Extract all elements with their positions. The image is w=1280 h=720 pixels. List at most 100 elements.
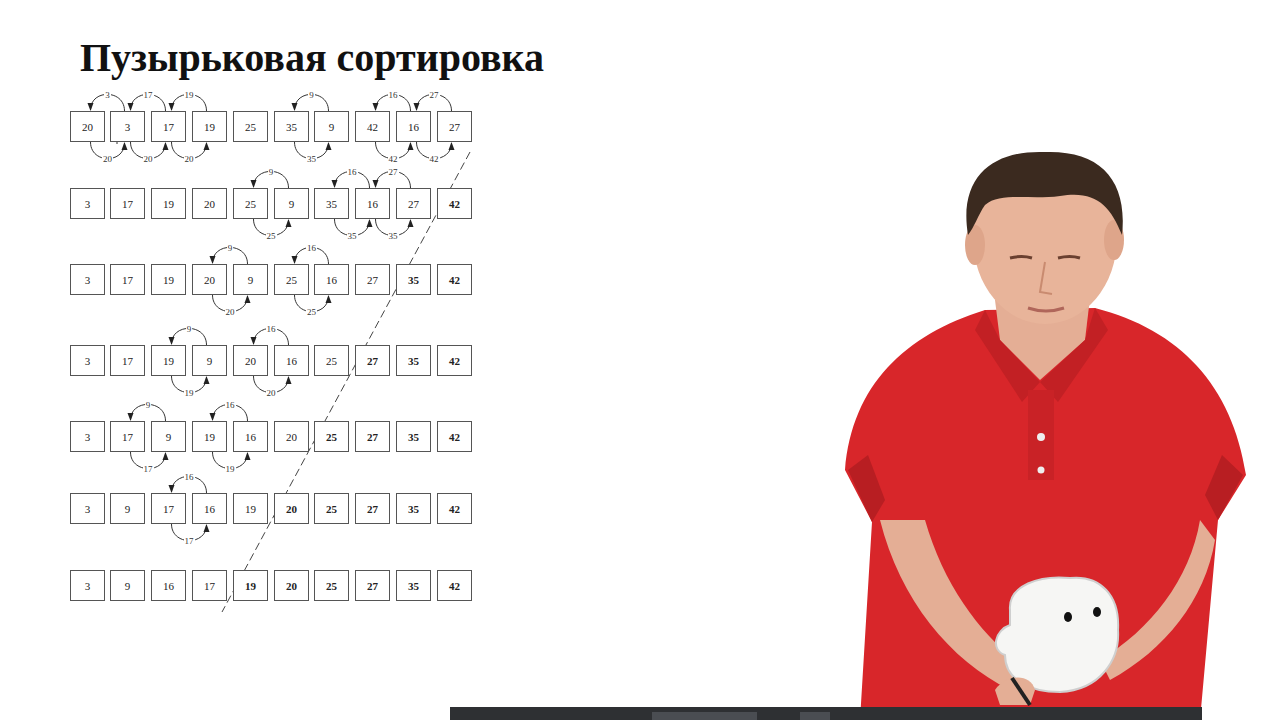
nose xyxy=(1040,262,1052,294)
array-cell: 9 xyxy=(233,264,268,295)
swap-value: 16 xyxy=(266,324,277,334)
cell-value: 27 xyxy=(367,580,378,592)
array-cell: 20 xyxy=(274,421,309,452)
cell-value: 42 xyxy=(449,580,460,592)
array-cell: 19 xyxy=(192,111,227,142)
array-cell: 42 xyxy=(355,111,390,142)
cell-value: 9 xyxy=(248,274,254,286)
hand xyxy=(995,678,1035,705)
array-cell: 20 xyxy=(192,264,227,295)
cell-value: 9 xyxy=(125,580,131,592)
array-cell: 25 xyxy=(314,421,349,452)
cell-value: 9 xyxy=(289,198,295,210)
swap-value: 20 xyxy=(266,388,277,398)
swap-value: 42 xyxy=(388,154,399,164)
arrowhead xyxy=(408,219,414,227)
array-cell: 3 xyxy=(110,111,145,142)
swap-value: 35 xyxy=(306,154,317,164)
cell-value: 27 xyxy=(408,198,419,210)
array-cell: 17 xyxy=(192,570,227,601)
arrowhead xyxy=(373,180,379,188)
cell-value: 20 xyxy=(204,274,215,286)
cell-value: 17 xyxy=(163,121,174,133)
arrowhead xyxy=(367,219,373,227)
slide-title: Пузырьковая сортировка xyxy=(80,34,544,81)
array-cell: 19 xyxy=(151,188,186,219)
array-cell: 25 xyxy=(314,570,349,601)
arrowhead xyxy=(449,142,455,150)
arrowhead xyxy=(122,142,128,150)
array-cell: 35 xyxy=(274,111,309,142)
swap-value: 16 xyxy=(347,167,358,177)
array-cell: 3 xyxy=(70,421,105,452)
cell-value: 3 xyxy=(85,503,91,515)
array-cell: 9 xyxy=(110,570,145,601)
array-cell: 20 xyxy=(274,570,309,601)
swap-value: 17 xyxy=(143,90,154,100)
arrowhead xyxy=(373,103,379,111)
array-cell: 19 xyxy=(192,421,227,452)
array-cell: 42 xyxy=(437,188,472,219)
array-cell: 20 xyxy=(70,111,105,142)
swap-value: 9 xyxy=(227,243,234,253)
swap-value: 20 xyxy=(225,307,236,317)
cell-value: 17 xyxy=(122,355,133,367)
arrowhead xyxy=(210,256,216,264)
array-cell: 17 xyxy=(110,188,145,219)
cell-value: 17 xyxy=(204,580,215,592)
array-cell: 27 xyxy=(437,111,472,142)
array-cell: 17 xyxy=(151,111,186,142)
cell-value: 16 xyxy=(163,580,174,592)
keyboard-keys xyxy=(652,712,757,720)
array-cell: 3 xyxy=(70,264,105,295)
array-cell: 25 xyxy=(233,188,268,219)
cell-value: 35 xyxy=(408,503,419,515)
cell-value: 3 xyxy=(85,274,91,286)
array-cell: 16 xyxy=(396,111,431,142)
swap-value: 9 xyxy=(268,167,275,177)
cell-value: 27 xyxy=(367,274,378,286)
cell-value: 17 xyxy=(122,274,133,286)
array-cell: 3 xyxy=(70,493,105,524)
cell-value: 20 xyxy=(245,355,256,367)
arrowhead xyxy=(128,413,134,421)
cell-value: 25 xyxy=(326,355,337,367)
cell-value: 35 xyxy=(326,198,337,210)
arrowhead xyxy=(245,295,251,303)
swap-value: 19 xyxy=(184,388,195,398)
array-cell: 35 xyxy=(396,493,431,524)
array-cell: 20 xyxy=(233,345,268,376)
arrowhead xyxy=(169,337,175,345)
array-cell: 3 xyxy=(70,570,105,601)
cell-value: 42 xyxy=(449,198,460,210)
array-cell: 20 xyxy=(192,188,227,219)
array-cell: 16 xyxy=(192,493,227,524)
cell-value: 19 xyxy=(163,198,174,210)
button xyxy=(1037,433,1045,441)
cell-value: 3 xyxy=(85,355,91,367)
plush-eye xyxy=(1093,607,1101,617)
array-cell: 16 xyxy=(355,188,390,219)
array-cell: 9 xyxy=(151,421,186,452)
arrowhead xyxy=(88,103,94,111)
cell-value: 25 xyxy=(286,274,297,286)
cell-value: 3 xyxy=(125,121,131,133)
array-cell: 27 xyxy=(396,188,431,219)
array-cell: 35 xyxy=(396,421,431,452)
cell-value: 16 xyxy=(367,198,378,210)
swap-value: 19 xyxy=(184,90,195,100)
cell-value: 16 xyxy=(326,274,337,286)
cell-value: 9 xyxy=(329,121,335,133)
swap-value: 35 xyxy=(347,231,358,241)
collar xyxy=(975,310,1040,402)
button xyxy=(1038,467,1045,474)
arrowhead xyxy=(128,103,134,111)
swap-value: 35 xyxy=(388,231,399,241)
swap-value: 17 xyxy=(184,536,195,546)
array-cell: 27 xyxy=(355,421,390,452)
cell-value: 27 xyxy=(367,503,378,515)
cell-value: 25 xyxy=(245,121,256,133)
array-cell: 42 xyxy=(437,345,472,376)
arrowhead xyxy=(332,180,338,188)
